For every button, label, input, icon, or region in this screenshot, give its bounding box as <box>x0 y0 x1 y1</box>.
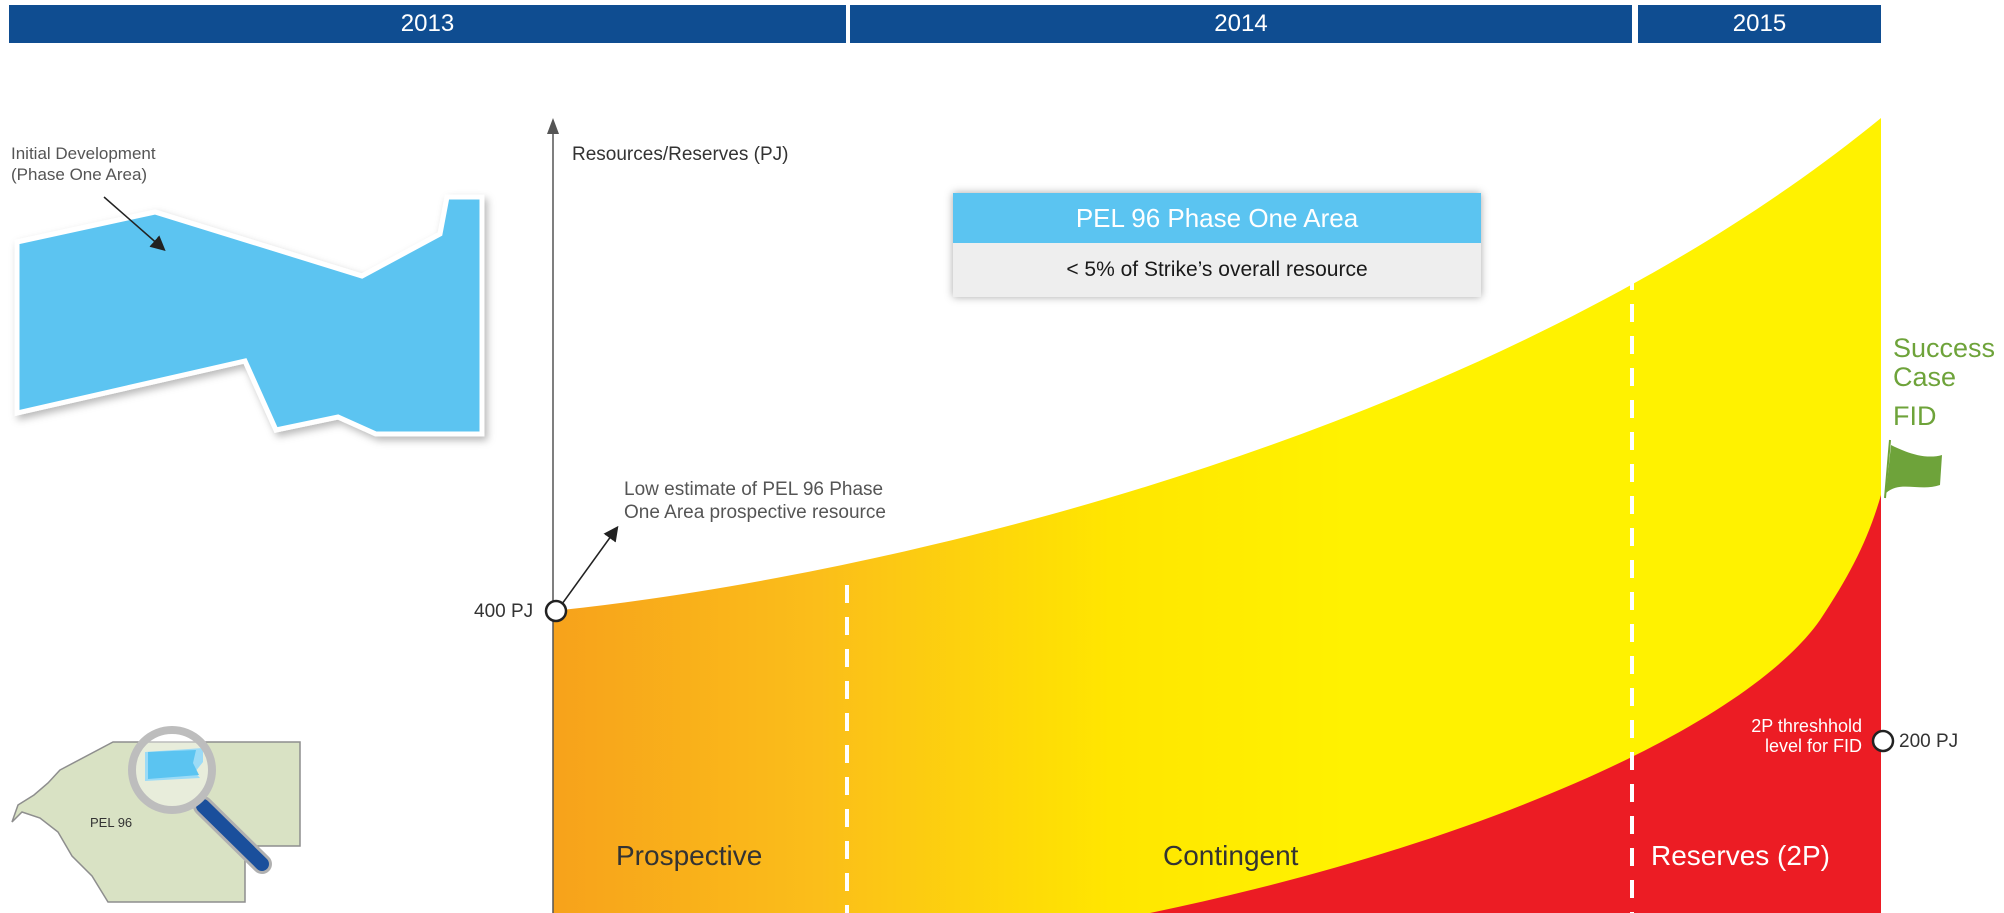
year-bar-2013: 2013 <box>9 5 846 43</box>
callout-box: PEL 96 Phase One Area < 5% of Strike’s o… <box>953 193 1481 297</box>
annotation-text: Low estimate of PEL 96 Phase One Area pr… <box>624 478 886 524</box>
phase-one-area-inset <box>14 194 485 437</box>
threshold-label: 2P threshhold level for FID <box>1751 716 1862 756</box>
phase-label-prospective: Prospective <box>616 840 763 871</box>
inset-label-line2: (Phase One Area) <box>11 165 148 184</box>
year-bar-2014: 2014 <box>850 5 1632 43</box>
magnifier-icon <box>128 726 272 874</box>
year-bar-2015: 2015 <box>1638 5 1881 43</box>
milestone-line3: FID <box>1893 401 1937 431</box>
start-value-label: 400 PJ <box>474 601 534 622</box>
callout-title: PEL 96 Phase One Area <box>953 193 1481 243</box>
milestone-line2: Case <box>1893 362 1957 392</box>
annotation-arrow <box>561 525 619 605</box>
threshold-marker <box>1871 729 1895 753</box>
callout-subtitle: < 5% of Strike’s overall resource <box>953 243 1481 297</box>
annotation-line1: Low estimate of PEL 96 Phase <box>624 479 884 500</box>
y-axis-label: Resources/Reserves (PJ) <box>572 144 789 165</box>
annotation-line2: One Area prospective resource <box>624 502 886 523</box>
inset-arrow <box>103 196 166 251</box>
reserves-area <box>1150 495 1881 913</box>
year-label: 2015 <box>1732 10 1787 37</box>
pel96-map <box>11 726 301 903</box>
inset-label-line1: Initial Development <box>11 144 156 163</box>
resource-area <box>553 118 1881 913</box>
year-label: 2013 <box>400 10 455 37</box>
threshold-value-label: 200 PJ <box>1899 731 1959 752</box>
phase-label-contingent: Contingent <box>1163 840 1299 871</box>
threshold-line2: level for FID <box>1764 736 1862 756</box>
milestone-label: Success Case FID <box>1893 334 1995 431</box>
inset-label: Initial Development (Phase One Area) <box>11 143 156 185</box>
year-label: 2014 <box>1214 10 1268 37</box>
arrow-up-icon <box>547 118 559 134</box>
milestone-line1: Success <box>1893 333 1996 363</box>
map-label: PEL 96 <box>90 815 133 830</box>
threshold-line1: 2P threshhold <box>1751 716 1862 736</box>
flag-icon <box>1884 439 1942 499</box>
phase-label-reserves: Reserves (2P) <box>1651 840 1830 871</box>
start-value-marker <box>544 599 568 623</box>
